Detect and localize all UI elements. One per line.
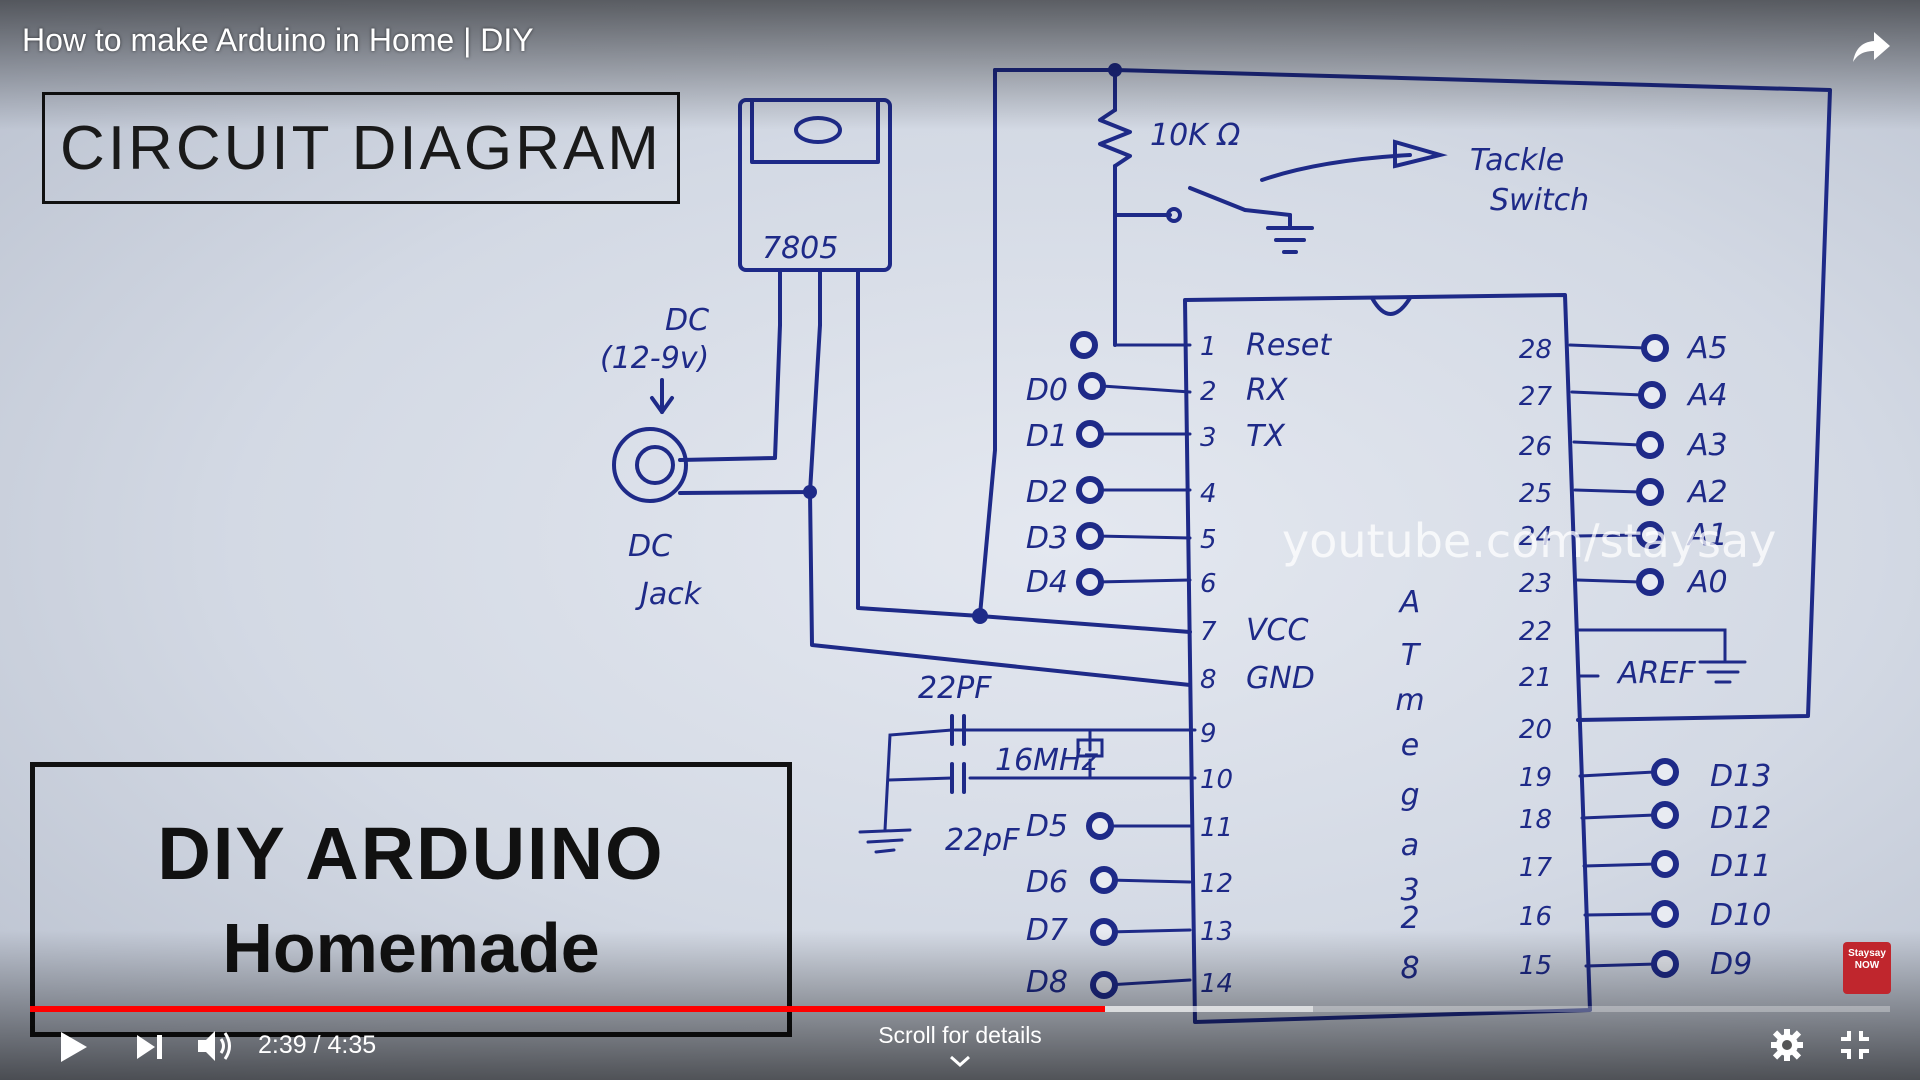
exit-fullscreen-icon bbox=[1841, 1031, 1869, 1059]
left-pin-io-label: D0 bbox=[1026, 373, 1068, 408]
right-pin-number: 18 bbox=[1519, 805, 1552, 835]
left-pin-io-label: D3 bbox=[1026, 521, 1068, 556]
regulator-label: 7805 bbox=[762, 231, 838, 266]
left-pin-number: 4 bbox=[1200, 479, 1217, 509]
voltage-regulator bbox=[738, 98, 892, 327]
volume-button[interactable] bbox=[196, 1028, 236, 1069]
left-pin-function: GND bbox=[1246, 661, 1315, 696]
right-pin-io-label: A1 bbox=[1686, 518, 1728, 553]
right-pin-number: 24 bbox=[1519, 522, 1552, 552]
left-pin-io-label: D4 bbox=[1026, 565, 1068, 600]
left-pin-io-label: D2 bbox=[1026, 475, 1068, 510]
cap-top-label: 22PF bbox=[918, 671, 992, 706]
right-pin-io-label: A3 bbox=[1686, 428, 1728, 463]
left-pin-number: 8 bbox=[1200, 665, 1217, 695]
chip-name-letter: A bbox=[1398, 585, 1421, 620]
aref-label: AREF bbox=[1616, 656, 1696, 691]
right-pin-number: 23 bbox=[1519, 569, 1552, 599]
next-icon bbox=[137, 1035, 162, 1059]
dc-jack bbox=[612, 378, 688, 503]
channel-logo[interactable]: Staysay NOW bbox=[1843, 942, 1891, 994]
chip-name-letter: 2 bbox=[1400, 901, 1419, 936]
right-pin-number: 25 bbox=[1519, 479, 1552, 509]
gear-icon bbox=[1771, 1029, 1803, 1061]
right-pin-io-label: A4 bbox=[1686, 378, 1728, 413]
dc-voltage-label: (12-9v) bbox=[600, 341, 709, 376]
right-pin-io-label: D10 bbox=[1710, 898, 1771, 933]
progress-bar[interactable] bbox=[30, 1006, 1890, 1012]
jack-label-1: DC bbox=[628, 529, 672, 564]
channel-watermark: youtube.com/staysay bbox=[1282, 514, 1777, 568]
video-title[interactable]: How to make Arduino in Home | DIY bbox=[22, 22, 534, 58]
left-pin-io-label: D6 bbox=[1026, 865, 1068, 900]
left-pin-number: 3 bbox=[1200, 423, 1217, 453]
right-pin-io-label: D12 bbox=[1710, 801, 1771, 836]
share-icon bbox=[1853, 32, 1890, 62]
right-pin-io-label: A0 bbox=[1686, 565, 1728, 600]
chip-name-letter: T bbox=[1401, 638, 1422, 673]
channel-logo-text: Staysay NOW bbox=[1848, 948, 1886, 971]
left-pin-number: 11 bbox=[1200, 813, 1233, 843]
right-pin-number: 17 bbox=[1519, 853, 1553, 883]
play-icon bbox=[61, 1032, 87, 1062]
right-pin-io-label: D11 bbox=[1710, 849, 1771, 884]
left-pin-io-label: D1 bbox=[1026, 419, 1068, 454]
left-pin-number: 10 bbox=[1200, 765, 1233, 795]
crystal-oscillator bbox=[858, 714, 1197, 854]
share-button[interactable] bbox=[1850, 24, 1894, 68]
left-pin-number: 6 bbox=[1200, 569, 1217, 599]
top-overlay bbox=[0, 0, 1920, 130]
left-pin-io-label: D5 bbox=[1026, 809, 1068, 844]
tackle-switch bbox=[1113, 139, 1448, 254]
left-pin-number: 12 bbox=[1200, 869, 1233, 899]
right-pin-io-label: A5 bbox=[1686, 331, 1728, 366]
right-pin-number: 22 bbox=[1519, 617, 1552, 647]
play-button[interactable] bbox=[58, 1030, 90, 1069]
right-pin-number: 19 bbox=[1519, 763, 1552, 793]
dc-label: DC bbox=[665, 303, 709, 338]
diy-arduino-line1: DIY ARDUINO bbox=[157, 812, 665, 895]
chip-name-letter: e bbox=[1401, 728, 1419, 763]
chip-name-letter: m bbox=[1395, 683, 1424, 718]
left-pin-number: 1 bbox=[1200, 332, 1217, 362]
chip-name-letter: 3 bbox=[1400, 873, 1419, 908]
left-pin-labels: 1 Reset 2 RX D0 3 TX D1 4 D2 5 D3 6 D4 7 VCC 8 GND 9 10 11 D5… bbox=[1026, 328, 1333, 1000]
left-pin-function: TX bbox=[1246, 419, 1286, 454]
scroll-for-details[interactable]: Scroll for details bbox=[878, 1022, 1042, 1048]
right-pin-number: 16 bbox=[1519, 902, 1552, 932]
left-pin-function: VCC bbox=[1246, 613, 1308, 648]
chip-name-letter: g bbox=[1400, 778, 1419, 813]
right-pin-number: 26 bbox=[1519, 432, 1552, 462]
left-pin-function: Reset bbox=[1246, 328, 1332, 363]
right-pin-number: 28 bbox=[1519, 335, 1552, 365]
right-pin-number: 27 bbox=[1519, 382, 1553, 412]
next-button[interactable] bbox=[135, 1033, 165, 1066]
right-pin-io-label: A2 bbox=[1686, 475, 1728, 510]
bottom-overlay bbox=[0, 930, 1920, 1080]
right-pin-io-label: D13 bbox=[1710, 759, 1771, 794]
time-display: 2:39 / 4:35 bbox=[258, 1031, 377, 1059]
left-pin-number: 5 bbox=[1200, 525, 1217, 555]
chip-name-letters: ATmega328 bbox=[1395, 585, 1424, 986]
left-pin-function: RX bbox=[1246, 373, 1289, 408]
left-pin-number: 2 bbox=[1200, 377, 1217, 407]
chevron-down-icon bbox=[950, 1055, 970, 1068]
jack-label-2: Jack bbox=[635, 577, 703, 612]
right-pin-number: 21 bbox=[1519, 663, 1552, 693]
right-pin-number: 20 bbox=[1519, 715, 1552, 745]
progress-played bbox=[30, 1006, 1106, 1012]
switch-label-1: Tackle bbox=[1470, 143, 1564, 178]
exit-fullscreen-button[interactable] bbox=[1838, 1028, 1872, 1067]
switch-label-2: Switch bbox=[1490, 183, 1589, 218]
cap-bottom-label: 22pF bbox=[945, 823, 1020, 858]
scroll-chevron[interactable] bbox=[948, 1054, 972, 1073]
volume-icon bbox=[198, 1031, 231, 1061]
chip-name-letter: a bbox=[1401, 828, 1419, 863]
left-pin-number: 7 bbox=[1200, 617, 1217, 647]
left-pin-number: 9 bbox=[1200, 719, 1217, 749]
settings-button[interactable] bbox=[1770, 1028, 1804, 1067]
crystal-label: 16MHz bbox=[995, 743, 1099, 778]
